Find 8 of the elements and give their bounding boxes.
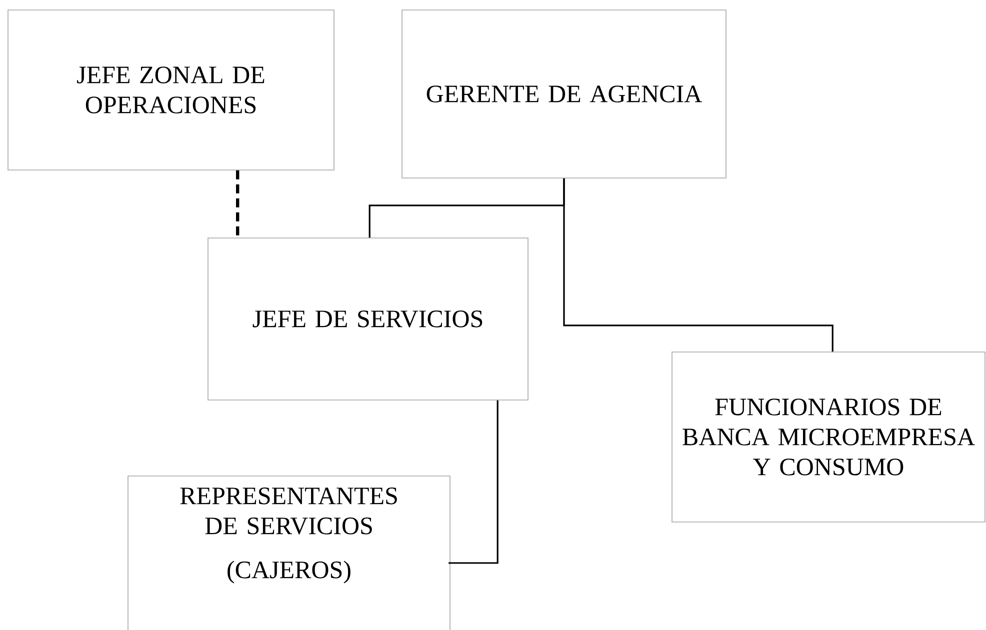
connector-line [236, 170, 240, 238]
process-box: FUNCIONARIOS DE BANCA MICROEMPRESA Y CONSUMO [672, 352, 986, 522]
connector-line [448, 400, 498, 564]
connector-line [563, 178, 834, 352]
process-box: JEFE DE SERVICIOS [208, 238, 528, 400]
process-box: GERENTE DE AGENCIA [402, 10, 726, 178]
process-box: JEFE ZONAL DE OPERACIONES [8, 10, 334, 170]
process-box: REPRESENTANTES DE SERVICIOS (CAJEROS) [128, 476, 450, 630]
